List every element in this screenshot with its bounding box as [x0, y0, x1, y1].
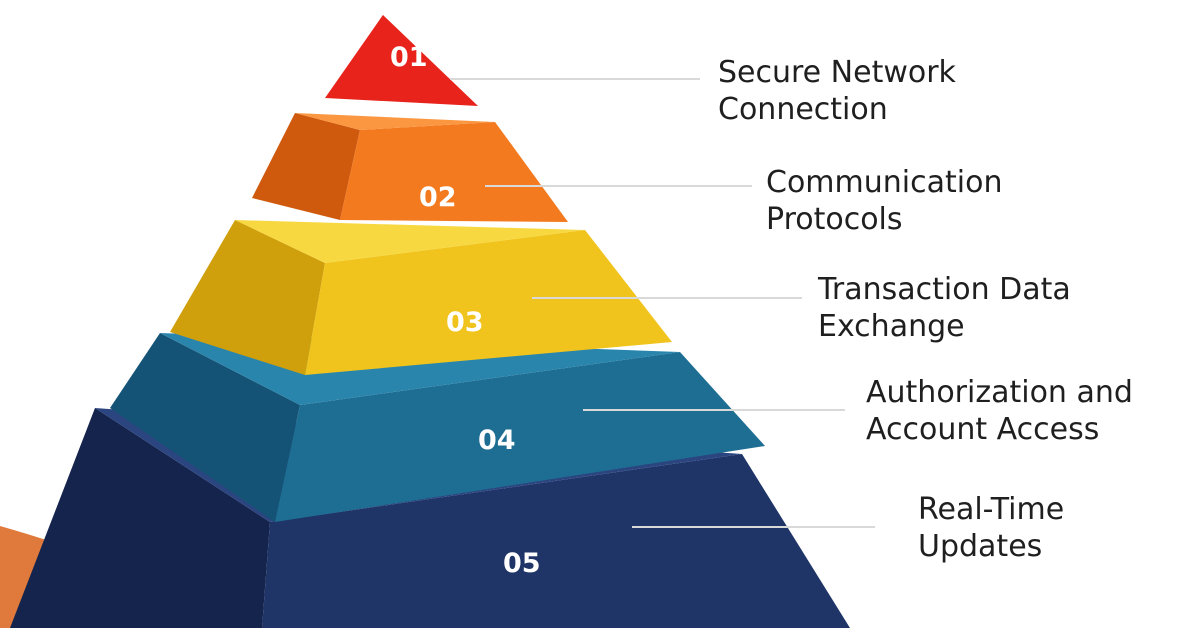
layer-label-4-line2: Account Access	[866, 412, 1100, 447]
layer-label-4: Authorization and Account Access	[866, 374, 1133, 448]
layer-label-1-line1: Secure Network	[718, 55, 956, 90]
layer-label-5-line2: Updates	[918, 529, 1043, 564]
layer-5-left-face	[10, 408, 270, 628]
layer-4-left-face	[110, 333, 300, 522]
layer-label-1-line2: Connection	[718, 92, 888, 127]
layer-3-left-face	[170, 220, 325, 375]
layer-label-3: Transaction Data Exchange	[818, 271, 1071, 345]
layer-number-5: 05	[503, 548, 541, 579]
layer-4-front-face	[275, 352, 765, 522]
layer-2: 02	[252, 113, 752, 222]
layer-label-3-line1: Transaction Data	[818, 272, 1071, 307]
layer-1-front-face	[325, 15, 478, 106]
layer-label-2-line2: Protocols	[766, 202, 903, 237]
layer-label-2: Communication Protocols	[766, 164, 1002, 238]
layer-number-1: 01	[390, 42, 428, 73]
layer-2-front-face	[340, 122, 568, 222]
layer-number-4: 04	[478, 425, 516, 456]
layer-2-left-face	[252, 113, 360, 220]
layer-2-top-edge	[295, 113, 495, 130]
layer-label-2-line1: Communication	[766, 165, 1003, 200]
layer-3: 03	[170, 220, 802, 375]
layer-3-front-face	[305, 230, 672, 375]
layer-label-3-line2: Exchange	[818, 309, 965, 344]
layer-1: 01	[325, 15, 700, 106]
layer-number-3: 03	[446, 307, 484, 338]
layer-5-front-face	[262, 454, 850, 628]
layer-3-top-edge	[235, 220, 585, 263]
layer-label-1: Secure Network Connection	[718, 54, 956, 128]
layer-label-4-line1: Authorization and	[866, 375, 1133, 410]
layer-label-5: Real-Time Updates	[918, 491, 1064, 565]
layer-label-5-line1: Real-Time	[918, 492, 1065, 527]
layer-number-2: 02	[419, 182, 457, 213]
